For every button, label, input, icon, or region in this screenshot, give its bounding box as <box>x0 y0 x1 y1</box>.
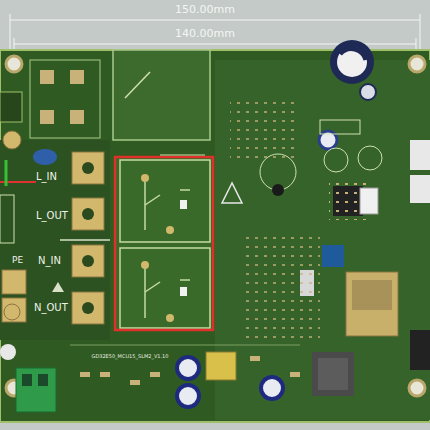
silkscreen-text: GD32E50_MCU15_SLM2_V1.10 <box>92 353 169 359</box>
dimension-label: 140.00mm <box>175 27 235 40</box>
terminal-label: PE <box>12 255 23 265</box>
terminal-label: L_OUT <box>36 210 68 221</box>
dimension-label: 150.00mm <box>175 3 235 16</box>
terminal-label: L_IN <box>36 171 57 182</box>
terminal-label: N_IN <box>38 255 61 266</box>
terminal-label: N_OUT <box>34 302 68 313</box>
